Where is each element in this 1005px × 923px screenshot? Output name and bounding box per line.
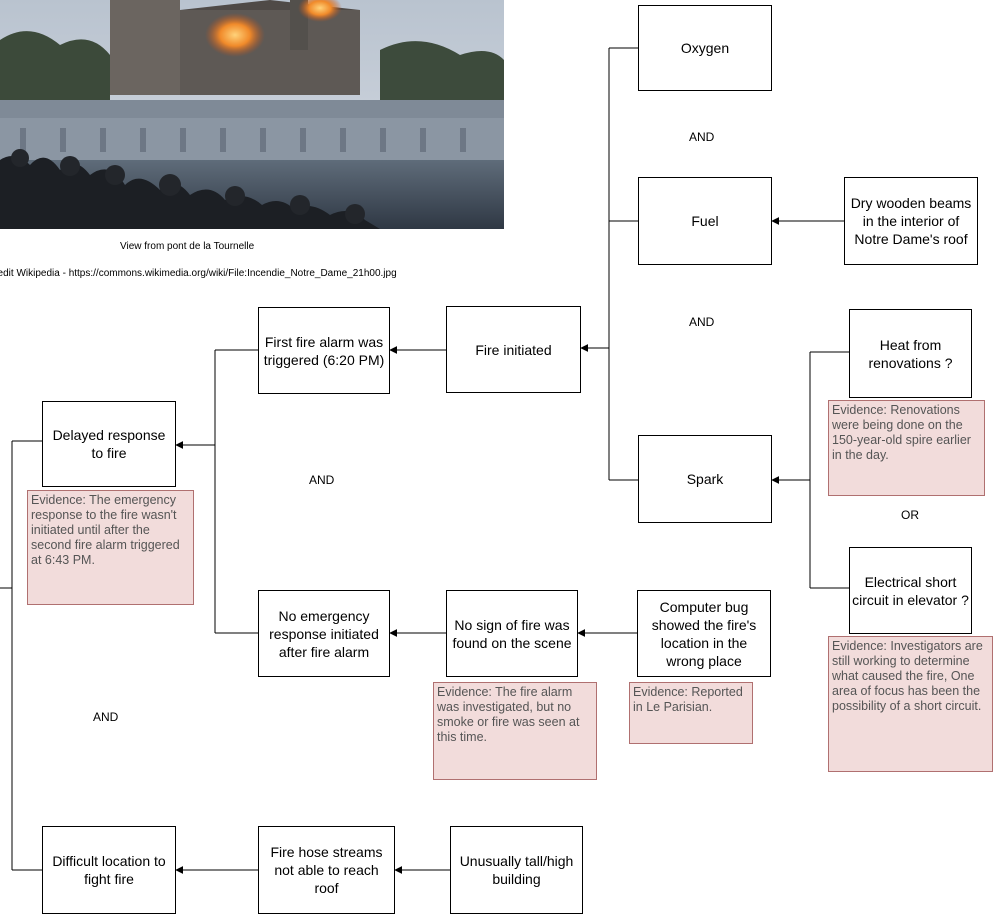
- node-electrical-short: Electrical short circuit in elevator ?: [849, 547, 972, 634]
- node-spark: Spark: [638, 435, 772, 523]
- notre-dame-fire-photo: [0, 0, 504, 229]
- photo-caption: View from pont de la Tournelle: [120, 241, 255, 252]
- evidence-le-parisian: Evidence: Reported in Le Parisian.: [629, 682, 753, 744]
- node-no-emergency-response: No emergency response initiated after fi…: [258, 590, 390, 677]
- node-dry-wooden-beams: Dry wooden beams in the interior of Notr…: [844, 177, 978, 265]
- node-oxygen: Oxygen: [638, 5, 772, 91]
- gate-and-fuel-spark: AND: [689, 315, 715, 329]
- photo-credit: Credit Wikipedia - https://commons.wikim…: [0, 268, 397, 279]
- gate-or-spark: OR: [901, 508, 919, 522]
- node-fire-hose-streams: Fire hose streams not able to reach roof: [258, 826, 395, 914]
- node-fire-initiated: Fire initiated: [446, 306, 581, 393]
- node-difficult-location: Difficult location to fight fire: [42, 826, 176, 914]
- node-delayed-response: Delayed response to fire: [42, 401, 176, 487]
- node-computer-bug: Computer bug showed the fire's location …: [637, 590, 771, 677]
- gate-and-alarm: AND: [309, 473, 335, 487]
- gate-and-oxygen-fuel: AND: [689, 130, 715, 144]
- evidence-renovations: Evidence: Renovations were being done on…: [828, 400, 985, 496]
- evidence-investigators: Evidence: Investigators are still workin…: [828, 636, 993, 772]
- evidence-delayed-response: Evidence: The emergency response to the …: [27, 490, 194, 605]
- node-heat-from-renovations: Heat from renovations ?: [849, 309, 972, 398]
- node-tall-building: Unusually tall/high building: [450, 826, 583, 914]
- node-no-sign-of-fire: No sign of fire was found on the scene: [446, 590, 578, 677]
- node-fuel: Fuel: [638, 177, 772, 265]
- gate-and-bottom: AND: [93, 710, 119, 724]
- node-first-fire-alarm: First fire alarm was triggered (6:20 PM): [258, 307, 390, 394]
- evidence-no-sign: Evidence: The fire alarm was investigate…: [433, 682, 597, 780]
